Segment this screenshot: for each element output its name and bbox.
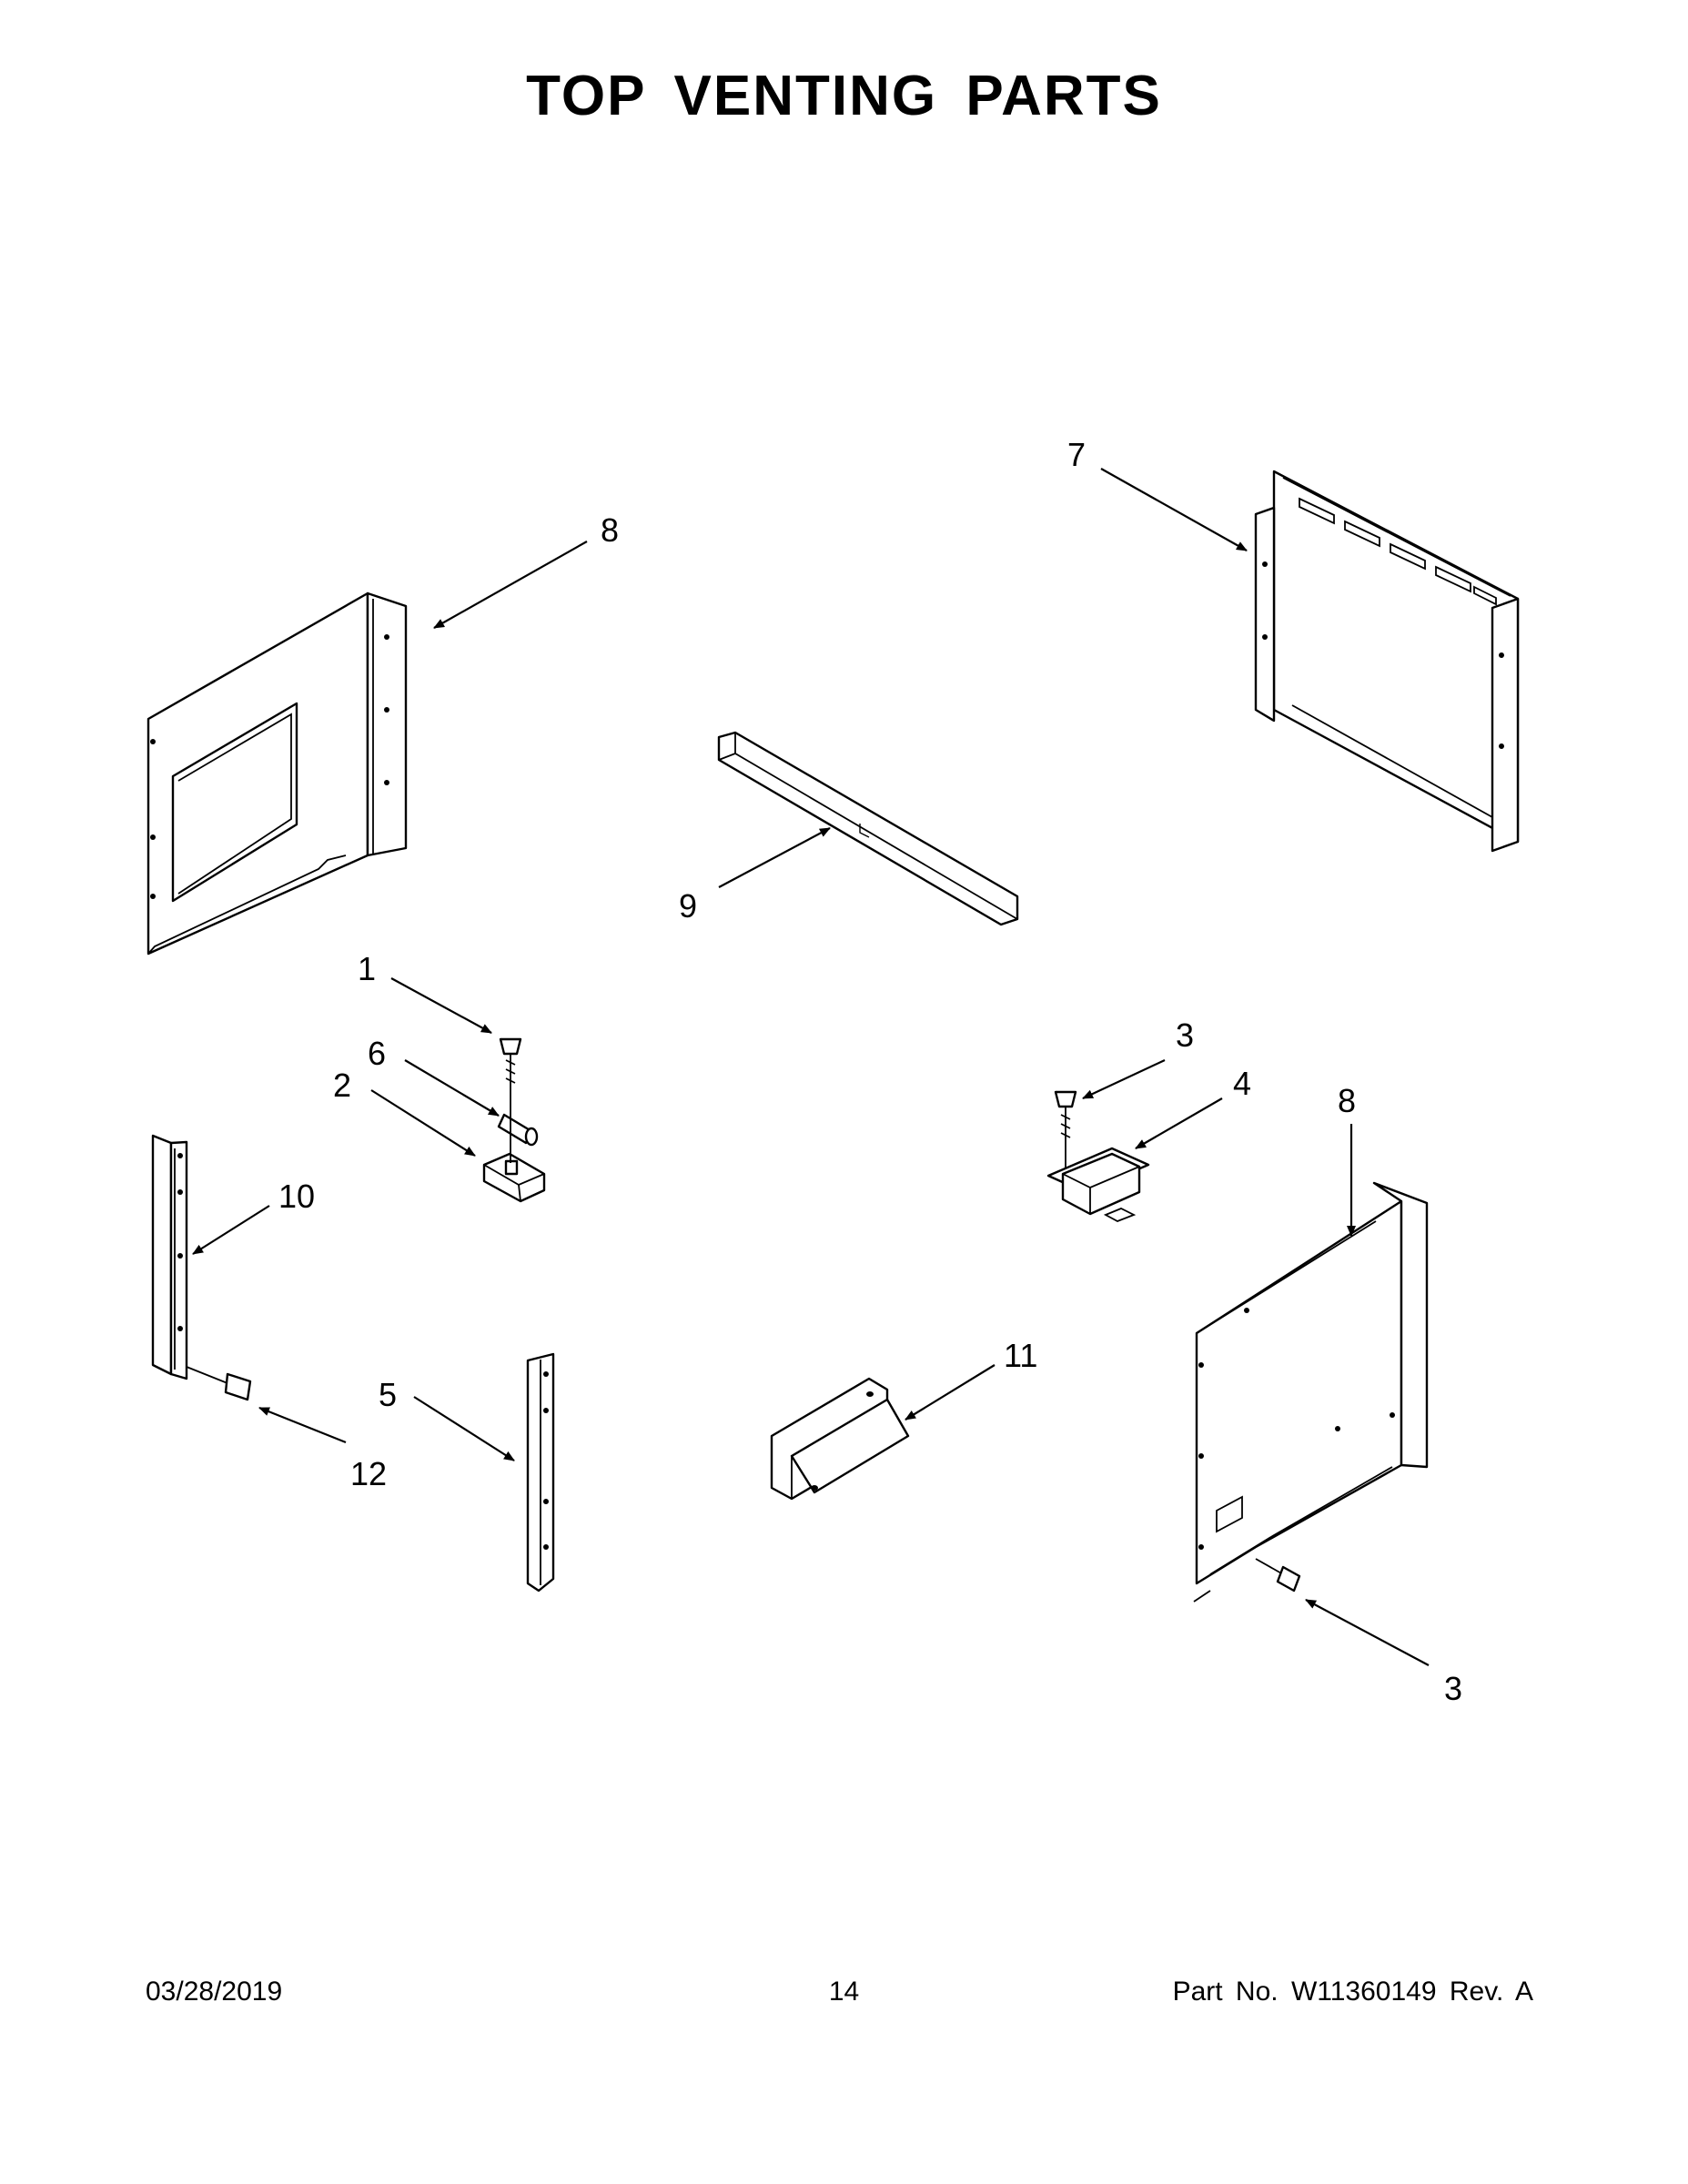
side-panel-lower-right [1193,1181,1429,1603]
callout-12: 12 [350,1455,387,1492]
callout-6: 6 [368,1035,386,1072]
callout-3-middle: 3 [1176,1016,1194,1054]
callout-labels: 8 7 9 1 6 2 3 4 8 10 5 12 11 3 [278,436,1462,1707]
center-brace [717,731,1019,926]
callout-2: 2 [333,1067,351,1104]
footer-page-number: 14 [828,1977,860,2007]
callout-8-upper: 8 [601,511,619,549]
callout-10: 10 [278,1178,315,1215]
screw-upper-left [499,1037,522,1163]
screw-left [186,1366,252,1401]
leader-lines [192,468,1430,1666]
mounting-bracket [770,1377,910,1501]
side-panel-upper-left [147,592,408,956]
callout-5: 5 [379,1376,397,1413]
thermal-fuse [497,1113,539,1147]
screw-lower-right [1255,1558,1301,1592]
callout-4: 4 [1233,1065,1251,1102]
fuse-holder [482,1152,546,1203]
vertical-strip [526,1352,555,1592]
control-box [1046,1147,1150,1222]
page-title: TOP VENTING PARTS [526,65,1162,127]
rear-panel-upper-right [1254,470,1520,853]
callout-8-lower: 8 [1338,1082,1356,1119]
footer-date: 03/28/2019 [146,1977,283,2007]
vent-slots [1299,497,1497,606]
screw-middle-right [1054,1090,1077,1174]
callout-3-lower: 3 [1444,1670,1462,1707]
callout-7: 7 [1067,436,1086,473]
callout-1: 1 [358,950,376,987]
footer-part-number: Part No. W11360149 Rev. A [1172,1977,1533,2007]
callout-11: 11 [1004,1337,1037,1374]
callout-9: 9 [679,887,697,925]
left-bracket [151,1134,188,1380]
